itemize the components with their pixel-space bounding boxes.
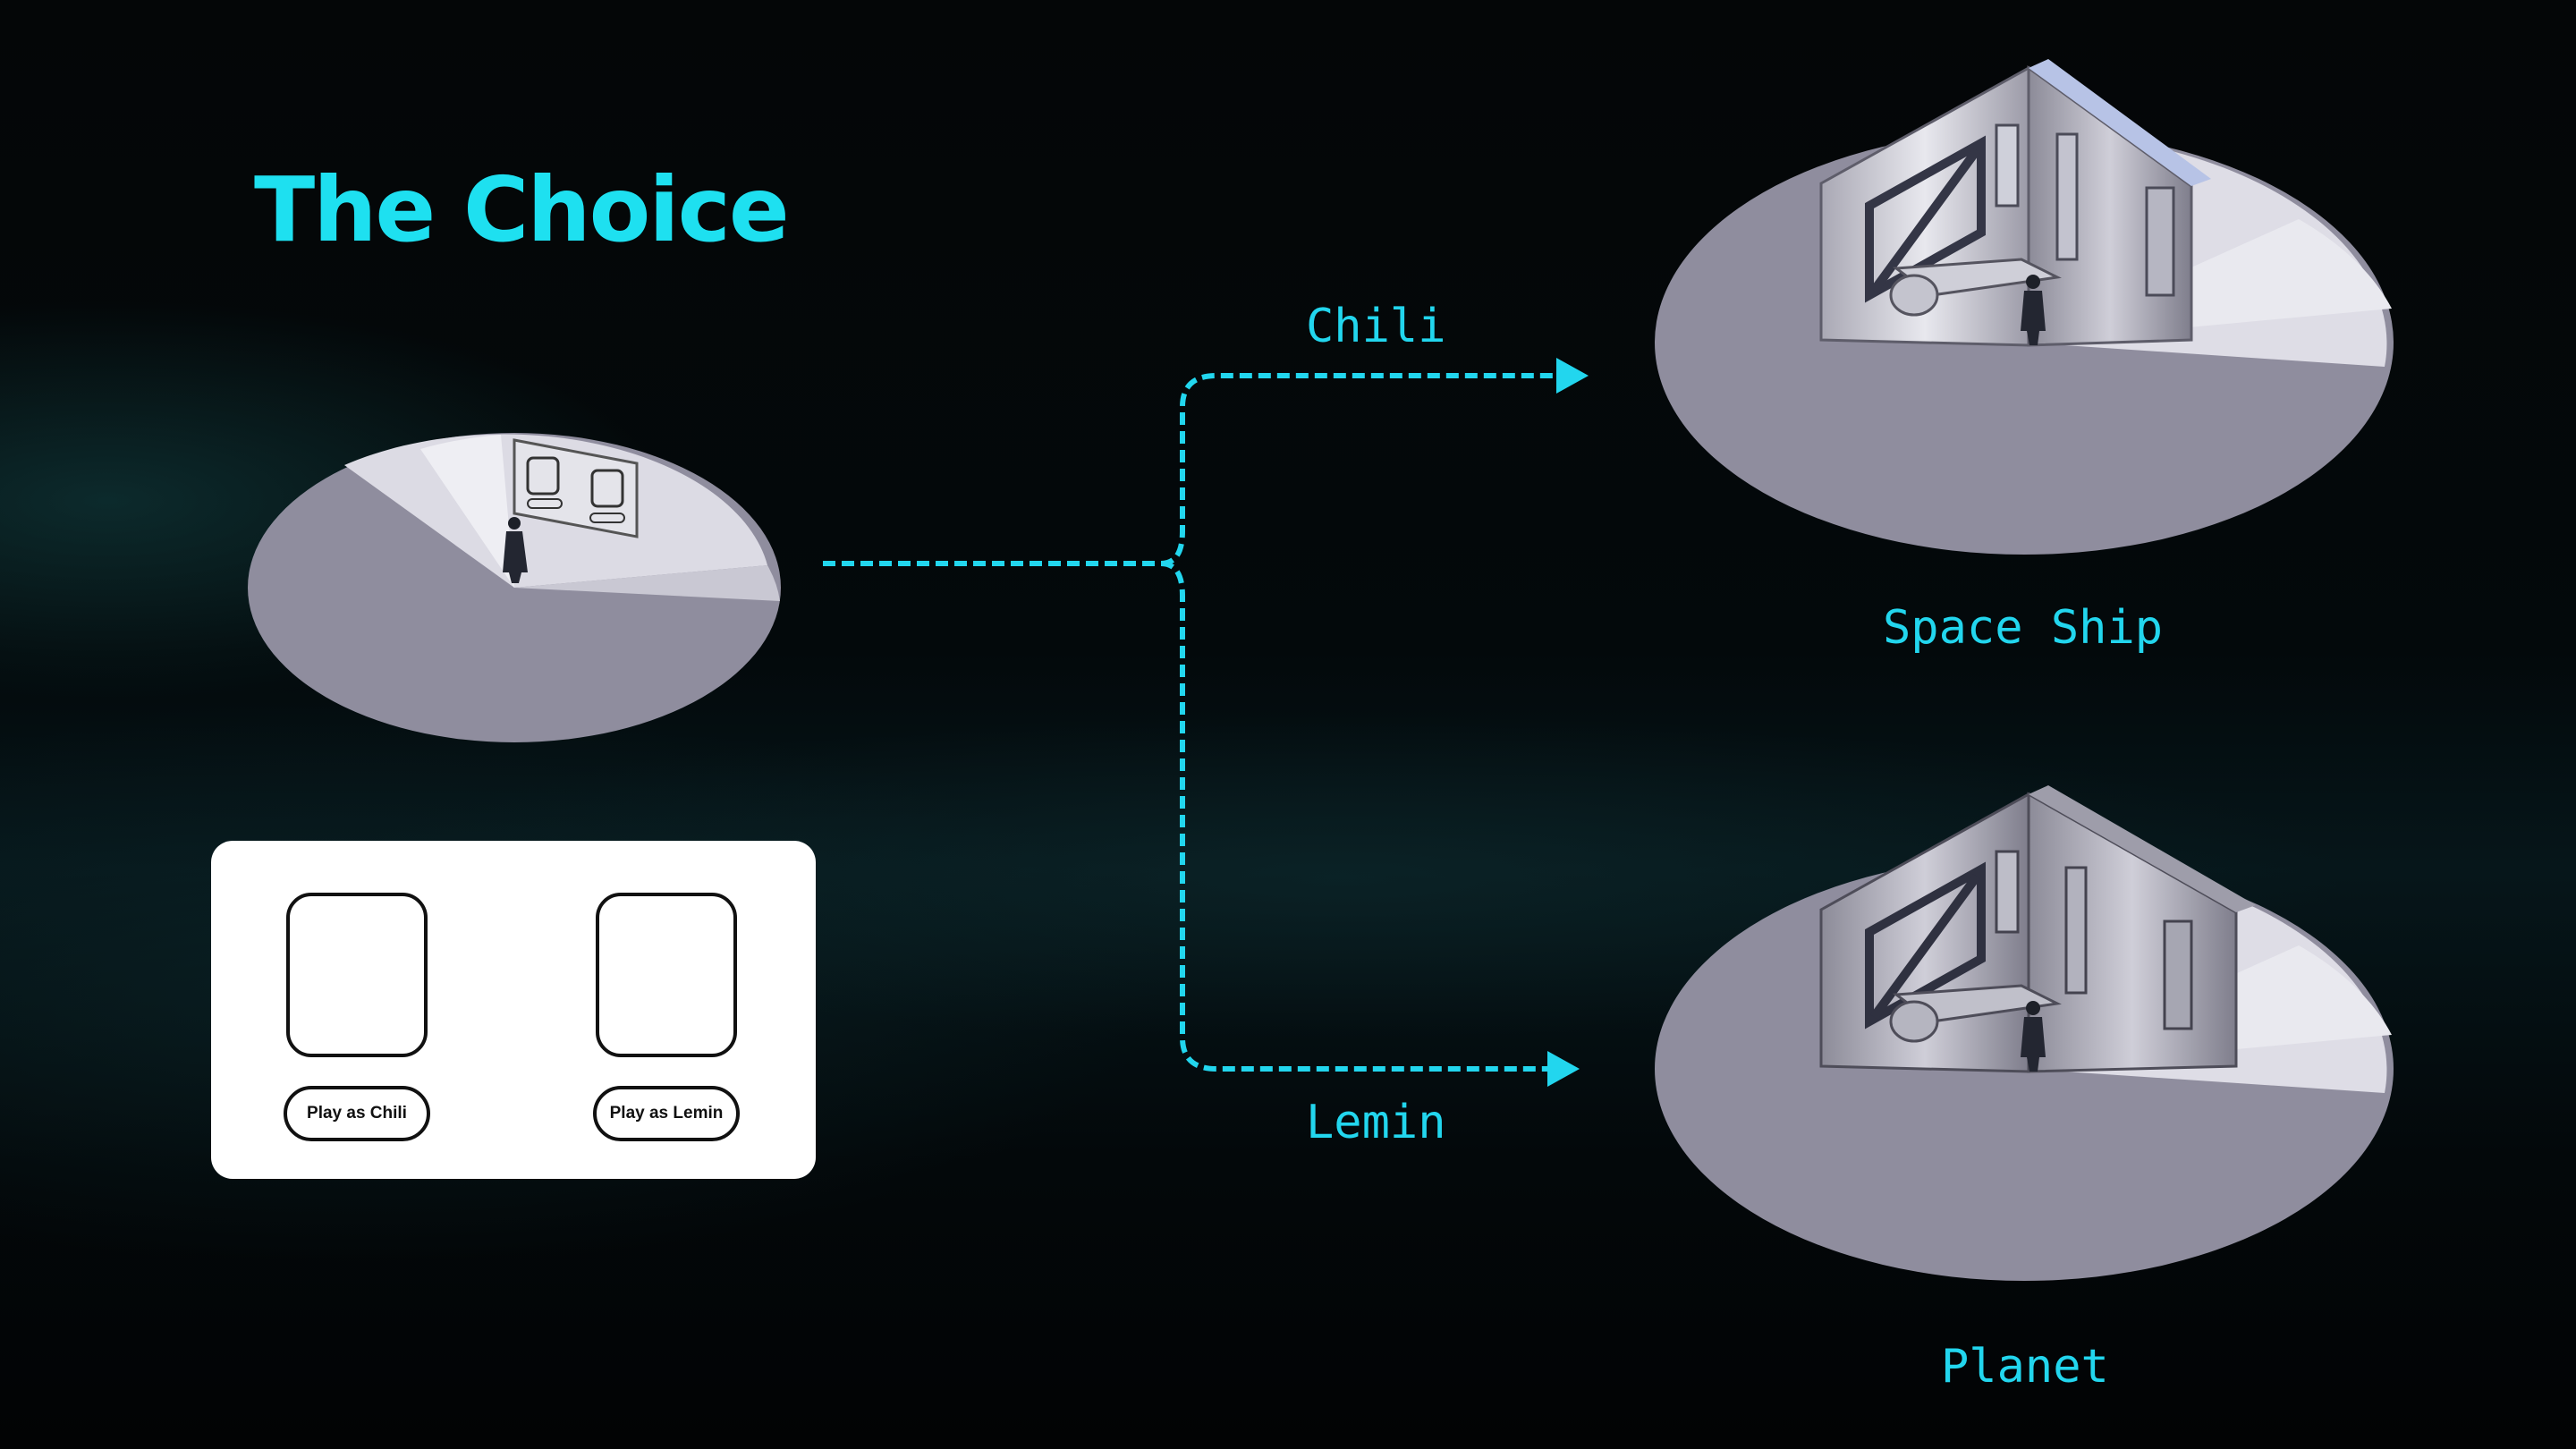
- space-ship-platform: [1655, 59, 2394, 555]
- person-figure-icon: [503, 517, 528, 583]
- branch-connectors: [823, 373, 1561, 1072]
- play-as-chili-button[interactable]: Play as Chili: [284, 1086, 430, 1141]
- destination-label-space-ship: Space Ship: [1883, 601, 2164, 655]
- choice-card: Play as Chili Play as Lemin: [211, 841, 816, 1179]
- character-slot-chili: [286, 893, 428, 1057]
- page-title: The Choice: [254, 157, 790, 262]
- destination-label-planet: Planet: [1941, 1340, 2109, 1394]
- arrow-head-bottom-icon: [1547, 1051, 1580, 1087]
- arrow-head-top-icon: [1556, 358, 1589, 394]
- choice-room-platform: [248, 433, 781, 742]
- choice-screen-icon: [513, 438, 639, 538]
- play-as-lemin-button[interactable]: Play as Lemin: [593, 1086, 740, 1141]
- planet-platform: [1655, 785, 2394, 1281]
- character-slot-lemin: [596, 893, 737, 1057]
- branch-label-chili: Chili: [1306, 300, 1446, 353]
- room-module-icon: [1819, 785, 2256, 1073]
- connector-branch-bottom: [1160, 561, 1552, 1072]
- branch-label-lemin: Lemin: [1306, 1096, 1446, 1149]
- room-module-icon: [1819, 59, 2211, 347]
- connector-branch-top: [1160, 373, 1561, 566]
